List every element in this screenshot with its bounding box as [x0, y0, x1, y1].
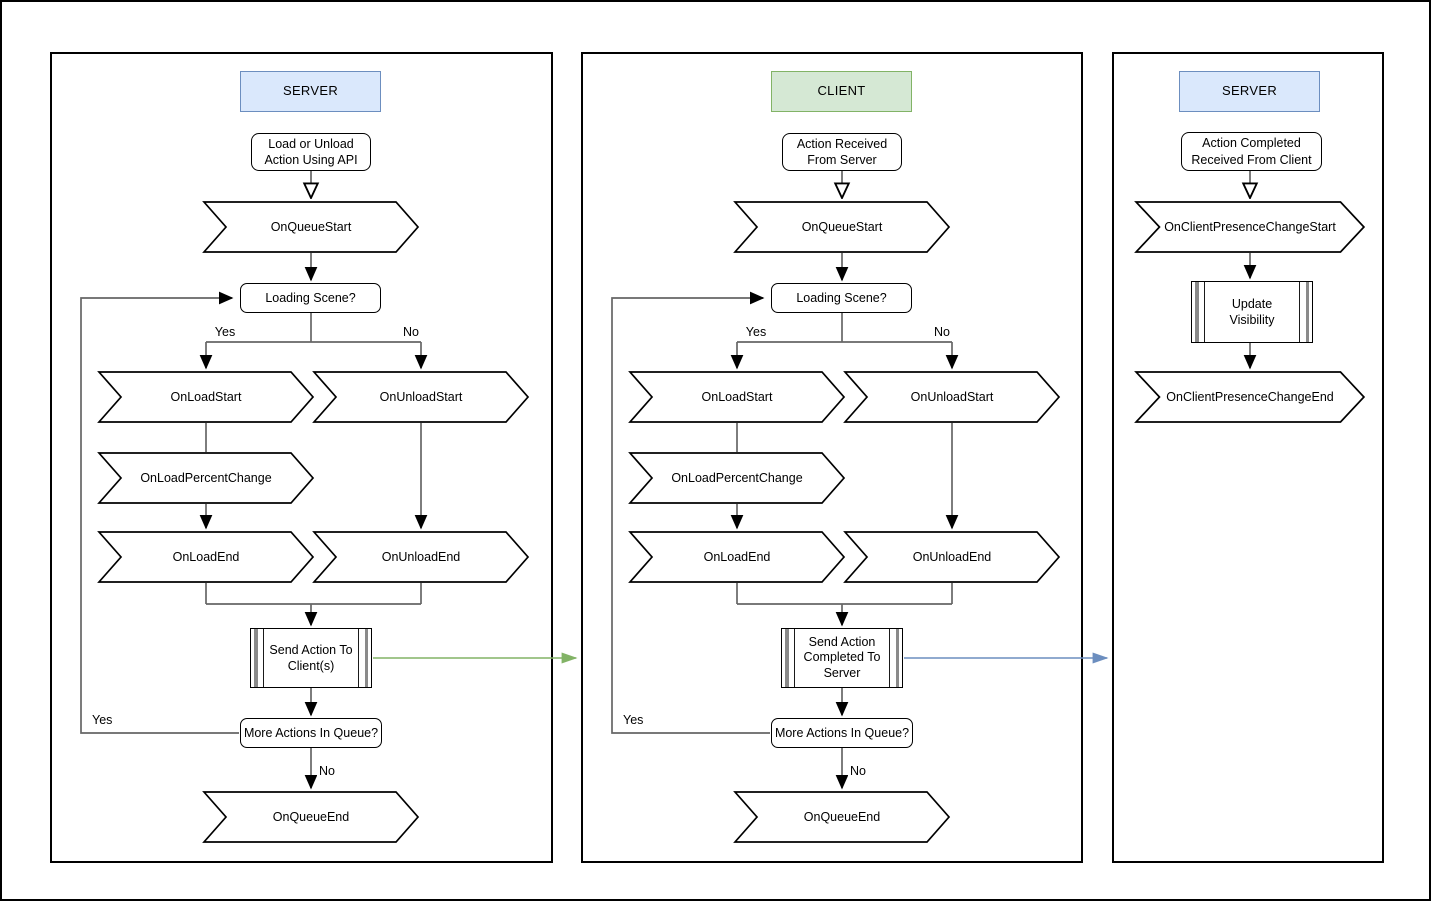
- header-label: SERVER: [1221, 83, 1278, 99]
- node-label: Update Visibility: [1229, 296, 1275, 327]
- node-send-action-completed-to-server: Send Action Completed To Server: [781, 628, 903, 688]
- node-on-unload-start: OnUnloadStart: [313, 371, 529, 423]
- node-on-load-percent-change: OnLoadPercentChange: [629, 452, 845, 504]
- label-queue-no: No: [848, 764, 868, 778]
- node-on-queue-end: OnQueueEnd: [203, 791, 419, 843]
- subprocess-bar: [1305, 282, 1309, 342]
- node-on-unload-start: OnUnloadStart: [844, 371, 1060, 423]
- node-label: OnQueueEnd: [803, 809, 881, 824]
- node-label: OnUnloadEnd: [381, 549, 461, 564]
- node-label: Send Action To Client(s): [269, 642, 353, 673]
- node-on-load-end: OnLoadEnd: [98, 531, 314, 583]
- node-label: Loading Scene?: [265, 290, 356, 305]
- node-on-unload-end: OnUnloadEnd: [313, 531, 529, 583]
- node-label: Send Action Completed To Server: [803, 634, 881, 680]
- header-client: CLIENT: [771, 71, 912, 112]
- node-send-action-to-clients: Send Action To Client(s): [250, 628, 372, 688]
- node-label: OnQueueStart: [801, 219, 883, 234]
- node-action-completed-received-from-client: Action Completed Received From Client: [1181, 132, 1322, 171]
- node-update-visibility: Update Visibility: [1191, 281, 1313, 343]
- node-label: OnClientPresenceChangeStart: [1164, 219, 1336, 234]
- node-label: OnUnloadStart: [910, 389, 994, 404]
- subprocess-bar: [895, 629, 899, 687]
- header-server-left: SERVER: [240, 71, 381, 112]
- node-label: Action Completed Received From Client: [1191, 136, 1312, 167]
- node-on-unload-end: OnUnloadEnd: [844, 531, 1060, 583]
- subprocess-bar: [364, 629, 368, 687]
- node-label: Load or Unload Action Using API: [264, 136, 358, 167]
- node-label: Action Received From Server: [796, 136, 888, 167]
- node-label: OnLoadStart: [170, 389, 242, 404]
- node-on-load-percent-change: OnLoadPercentChange: [98, 452, 314, 504]
- label-branch-no: No: [925, 325, 959, 339]
- node-label: More Actions In Queue?: [774, 725, 910, 740]
- subprocess-bar: [785, 629, 789, 687]
- panel-server-right: [1112, 52, 1384, 863]
- node-on-load-start: OnLoadStart: [629, 371, 845, 423]
- node-label: OnLoadEnd: [703, 549, 771, 564]
- node-load-or-unload-action: Load or Unload Action Using API: [251, 133, 371, 171]
- label-queue-no: No: [317, 764, 337, 778]
- label-branch-no: No: [394, 325, 428, 339]
- node-on-client-presence-change-end: OnClientPresenceChangeEnd: [1135, 371, 1365, 423]
- node-label: OnUnloadStart: [379, 389, 463, 404]
- header-label: CLIENT: [817, 83, 866, 99]
- node-on-queue-start: OnQueueStart: [734, 201, 950, 253]
- node-label: OnLoadStart: [701, 389, 773, 404]
- node-on-client-presence-change-start: OnClientPresenceChangeStart: [1135, 201, 1365, 253]
- node-on-queue-end: OnQueueEnd: [734, 791, 950, 843]
- node-label: Loading Scene?: [796, 290, 887, 305]
- label-loop-yes: Yes: [90, 713, 115, 727]
- subprocess-line: [263, 629, 264, 687]
- node-label: OnLoadEnd: [172, 549, 240, 564]
- subprocess-line: [794, 629, 795, 687]
- header-server-right: SERVER: [1179, 71, 1320, 112]
- subprocess-line: [358, 629, 359, 687]
- node-label: OnLoadPercentChange: [671, 470, 803, 485]
- header-label: SERVER: [282, 83, 339, 99]
- node-on-load-end: OnLoadEnd: [629, 531, 845, 583]
- node-label: OnUnloadEnd: [912, 549, 992, 564]
- label-branch-yes: Yes: [208, 325, 242, 339]
- node-loading-scene: Loading Scene?: [240, 283, 381, 313]
- node-more-actions-in-queue: More Actions In Queue?: [771, 718, 913, 748]
- node-action-received-from-server: Action Received From Server: [782, 133, 902, 171]
- subprocess-line: [889, 629, 890, 687]
- node-label: OnQueueEnd: [272, 809, 350, 824]
- node-on-load-start: OnLoadStart: [98, 371, 314, 423]
- subprocess-line: [1204, 282, 1205, 342]
- label-loop-yes: Yes: [621, 713, 646, 727]
- node-label: More Actions In Queue?: [243, 725, 379, 740]
- node-label: OnLoadPercentChange: [140, 470, 272, 485]
- node-loading-scene: Loading Scene?: [771, 283, 912, 313]
- node-more-actions-in-queue: More Actions In Queue?: [240, 718, 382, 748]
- label-branch-yes: Yes: [739, 325, 773, 339]
- subprocess-bar: [254, 629, 258, 687]
- node-label: OnQueueStart: [270, 219, 352, 234]
- subprocess-line: [1299, 282, 1300, 342]
- node-on-queue-start: OnQueueStart: [203, 201, 419, 253]
- node-label: OnClientPresenceChangeEnd: [1166, 389, 1334, 404]
- subprocess-bar: [1195, 282, 1199, 342]
